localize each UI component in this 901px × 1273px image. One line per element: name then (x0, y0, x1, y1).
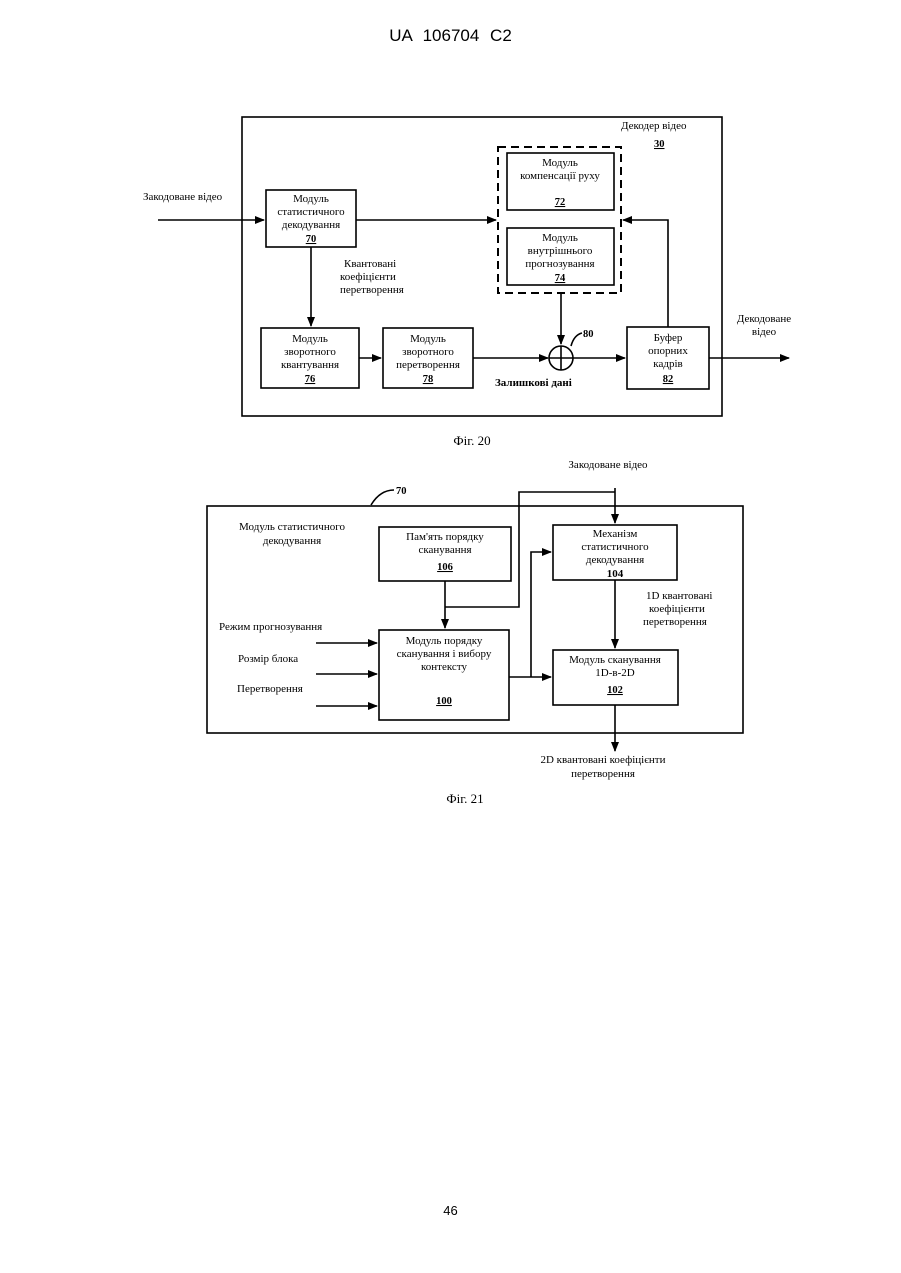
engine-line3: декодування (586, 554, 644, 566)
module-ref: 70 (396, 486, 407, 497)
intra-pred-line3: прогнозування (525, 258, 594, 270)
input-block-size: Розмір блока (238, 653, 298, 665)
it-line2: зворотного (402, 346, 454, 358)
motion-comp-line2: компенсації руху (520, 170, 600, 182)
quantized-coeffs-line3: перетворення (340, 284, 404, 296)
entropy-module-ref: 70 (306, 234, 317, 245)
summer-ref: 80 (583, 329, 594, 340)
fig20-diagram: Декодер відео 30 Закодоване відео Модуль… (143, 117, 791, 448)
it-line3: перетворення (396, 359, 460, 371)
input-transform: Перетворення (237, 683, 303, 695)
entropy-module-line2: статистичного (277, 206, 345, 218)
coeffs-1d-line3: перетворення (643, 616, 707, 628)
encoded-video-label: Закодоване відео (143, 191, 223, 203)
coeffs-1d-line2: коефіцієнти (649, 603, 705, 615)
scan-1d2d-ref: 102 (607, 685, 623, 696)
quantized-coeffs-line1: Квантовані (344, 258, 396, 270)
fig21-diagram: 70 Модуль статистичного декодування Зако… (207, 459, 743, 806)
it-line1: Модуль (410, 333, 446, 345)
intra-pred-line2: внутрішнього (528, 245, 593, 257)
it-ref: 78 (423, 374, 434, 385)
residual-label: Залишкові дані (495, 377, 572, 389)
entropy-module-line1: Модуль (293, 193, 329, 205)
iq-line3: квантування (281, 359, 339, 371)
module-label-line1: Модуль статистичного (239, 521, 345, 533)
intra-pred-ref: 74 (555, 273, 566, 284)
scan-memory-ref: 106 (437, 562, 453, 573)
decoded-video-line2: відео (752, 326, 777, 338)
iq-line2: зворотного (284, 346, 336, 358)
buffer-line3: кадрів (653, 358, 682, 370)
engine-line2: статистичного (581, 541, 649, 553)
iq-line1: Модуль (292, 333, 328, 345)
buffer-ref: 82 (663, 374, 674, 385)
decoder-ref: 30 (654, 139, 665, 150)
scan-memory-line2: сканування (418, 544, 471, 556)
engine-ref: 104 (607, 568, 624, 580)
page-number: 46 (0, 1203, 901, 1218)
module-label-line2: декодування (263, 535, 321, 547)
input-prediction-mode: Режим прогнозування (219, 621, 322, 633)
fig20-caption: Фіг. 20 (453, 433, 490, 448)
scan-1d2d-line2: 1D-в-2D (595, 667, 634, 679)
coeffs-1d-line1: 1D квантовані (646, 590, 712, 602)
motion-comp-line1: Модуль (542, 157, 578, 169)
scan-1d2d-line1: Модуль сканування (569, 654, 661, 666)
quantized-coeffs-line2: коефіцієнти (340, 271, 396, 283)
decoded-video-line1: Декодоване (737, 313, 791, 325)
buffer-line2: опорних (648, 345, 688, 357)
scan-select-line3: контексту (421, 661, 467, 673)
scan-select-ref: 100 (436, 696, 452, 707)
output-2d-line2: перетворення (571, 768, 635, 780)
iq-ref: 76 (305, 374, 316, 385)
engine-line1: Механізм (593, 528, 638, 540)
fig21-caption: Фіг. 21 (446, 791, 483, 806)
output-2d-line1: 2D квантовані коефіцієнти (540, 754, 665, 766)
scan-select-line2: сканування і вибору (397, 648, 492, 660)
scan-memory-line1: Пам'ять порядку (406, 531, 484, 543)
intra-pred-line1: Модуль (542, 232, 578, 244)
buffer-line1: Буфер (654, 332, 683, 344)
scan-select-line1: Модуль порядку (406, 635, 483, 647)
entropy-module-line3: декодування (282, 219, 340, 231)
module-ref-leader (371, 490, 394, 505)
decoder-label: Декодер відео (621, 120, 687, 132)
motion-comp-ref: 72 (555, 197, 566, 208)
fig21-input-label: Закодоване відео (568, 459, 648, 471)
